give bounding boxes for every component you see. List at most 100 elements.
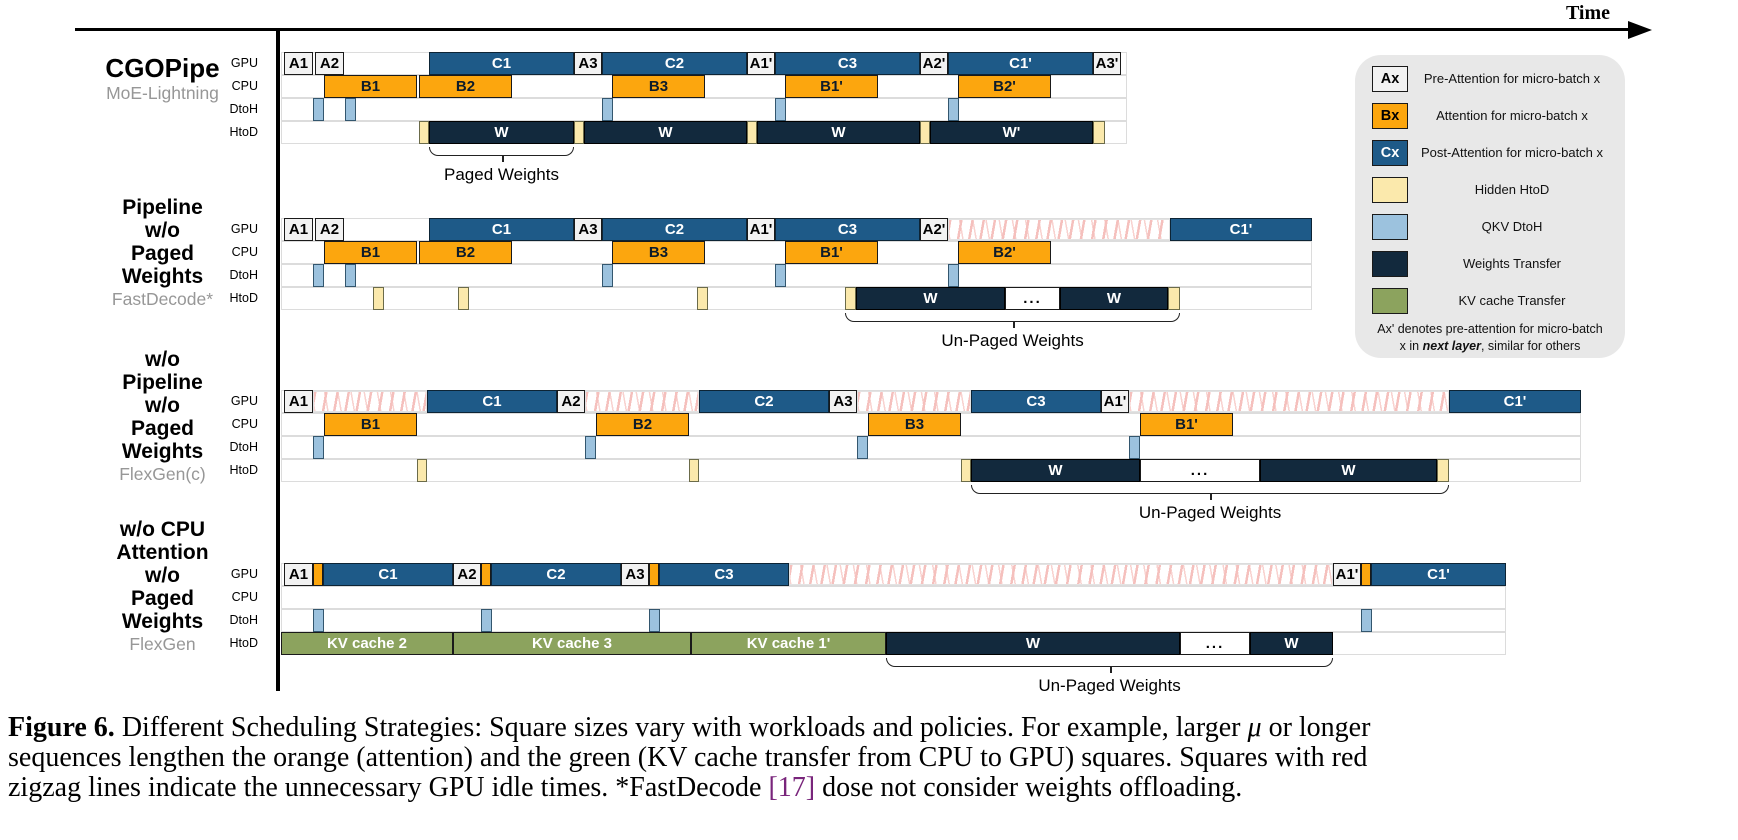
block-pre-attention: A2 (453, 563, 481, 586)
block-pre-attention: A1' (747, 218, 775, 241)
block-pre-attention: A1 (284, 563, 313, 586)
section-subtitle: MoE-Lightning (106, 83, 219, 103)
block-hidden-htod (373, 287, 384, 310)
block-qkv-dtoh (1361, 609, 1372, 632)
time-axis-label: Time (1565, 2, 1611, 24)
block-kv-cache-transfer: KV cache 3 (453, 632, 691, 655)
block-qkv-dtoh (345, 98, 356, 121)
section-subtitle: FlexGen (129, 634, 196, 654)
block-post-attention: C2 (699, 390, 829, 413)
block-weights-transfer: W (757, 121, 920, 144)
legend-label-qkv: QKV DtoH (1481, 219, 1543, 234)
block-qkv-dtoh (948, 98, 959, 121)
block-hidden-htod (697, 287, 708, 310)
block-attention: B2 (419, 75, 512, 98)
block-hidden-htod (961, 459, 971, 482)
caption-text: dose not consider weights offloading. (815, 772, 1243, 803)
block-hidden-htod (574, 121, 584, 144)
block-pre-attention: A3 (621, 563, 649, 586)
row-label-dtoh: DtoH (229, 102, 258, 116)
block-gpu-idle (1129, 391, 1449, 412)
block-attention: B1 (324, 241, 417, 264)
brace-tick (1210, 493, 1212, 500)
block-weights-transfer: W (584, 121, 747, 144)
legend-label-hidden: Hidden HtoD (1474, 182, 1550, 197)
block-hidden-htod (747, 121, 757, 144)
block-qkv-dtoh (313, 264, 324, 287)
block-weights-transfer: W' (930, 121, 1093, 144)
block-post-attention: C1 (323, 563, 453, 586)
legend-note-line2-pre: x in (1399, 339, 1423, 353)
block-weights-transfer: W (886, 632, 1180, 655)
block-post-attention: C1 (427, 390, 557, 413)
block-qkv-dtoh (585, 436, 596, 459)
vertical-axis-line (276, 29, 280, 691)
block-qkv-dtoh (602, 264, 613, 287)
block-attention (649, 563, 659, 586)
block-weights-transfer: W (1260, 459, 1437, 482)
block-ellipsis: ... (1005, 287, 1060, 310)
section-title-line: w/o (145, 564, 180, 587)
block-kv-cache-transfer: KV cache 1' (691, 632, 886, 655)
legend-note-next-layer: next layer (1422, 339, 1481, 353)
block-post-attention: C1' (1449, 390, 1581, 413)
legend-swatch-post: Cx (1372, 140, 1408, 166)
brace-tick (1012, 321, 1015, 328)
block-hidden-htod (1437, 459, 1449, 482)
row-label-gpu: GPU (230, 56, 258, 70)
row-label-dtoh: DtoH (229, 440, 258, 454)
row-dtoh (281, 98, 1127, 121)
row-label-htod: HtoD (229, 636, 258, 650)
block-pre-attention: A3 (574, 52, 602, 75)
row-label-cpu: CPU (231, 417, 258, 431)
block-attention: B2' (958, 241, 1051, 264)
row-label-gpu: GPU (230, 567, 258, 581)
block-qkv-dtoh (345, 264, 356, 287)
block-post-attention: C2 (602, 218, 747, 241)
section-title-line: w/o (145, 394, 180, 417)
block-qkv-dtoh (481, 609, 492, 632)
legend-label-pre: Pre-Attention for micro-batch x (1423, 71, 1601, 86)
block-hidden-htod (920, 121, 930, 144)
section-title-line: Paged (130, 417, 195, 440)
block-post-attention: C1' (1371, 563, 1506, 586)
caption-line-3: zigzag lines indicate the unnecessary GP… (8, 772, 1242, 804)
block-post-attention: C3 (775, 218, 920, 241)
caption-line-1: Figure 6. Different Scheduling Strategie… (8, 712, 1370, 744)
row-cpu (281, 586, 1506, 609)
row-label-dtoh: DtoH (229, 268, 258, 282)
legend-label-post: Post-Attention for micro-batch x (1420, 145, 1604, 160)
row-label-gpu: GPU (230, 394, 258, 408)
block-post-attention: C1 (429, 218, 574, 241)
block-attention (1361, 563, 1371, 586)
brace (886, 658, 1333, 673)
section-title-line: w/o CPU (119, 518, 206, 541)
block-qkv-dtoh (313, 609, 324, 632)
block-pre-attention: A3 (574, 218, 602, 241)
legend-swatch-qkv (1372, 214, 1408, 240)
time-axis-arrowhead-icon (1628, 21, 1652, 39)
block-pre-attention: A3 (829, 390, 857, 413)
brace-label: Un-Paged Weights (941, 331, 1084, 350)
block-post-attention: C1' (1170, 218, 1312, 241)
brace-label: Un-Paged Weights (1038, 676, 1181, 695)
block-weights-transfer: W (1060, 287, 1168, 310)
section-title-line: Pipeline (122, 371, 203, 394)
brace (429, 147, 574, 162)
block-gpu-idle (948, 219, 1170, 240)
legend-note-line2: x in next layer, similar for others (1362, 339, 1618, 353)
block-attention: B2 (596, 413, 689, 436)
block-qkv-dtoh (313, 436, 324, 459)
section-title-line: Weights (121, 440, 204, 463)
block-qkv-dtoh (313, 98, 324, 121)
block-hidden-htod (689, 459, 699, 482)
block-qkv-dtoh (649, 609, 660, 632)
block-pre-attention: A3' (1093, 52, 1121, 75)
section-title-line: CGOPipe (105, 53, 220, 83)
section-subtitle: FlexGen(c) (119, 464, 206, 484)
row-dtoh (281, 609, 1506, 632)
legend-label-kv: KV cache Transfer (1458, 293, 1566, 308)
block-hidden-htod (458, 287, 469, 310)
block-post-attention: C1' (948, 52, 1093, 75)
legend-label-att: Attention for micro-batch x (1436, 108, 1588, 123)
